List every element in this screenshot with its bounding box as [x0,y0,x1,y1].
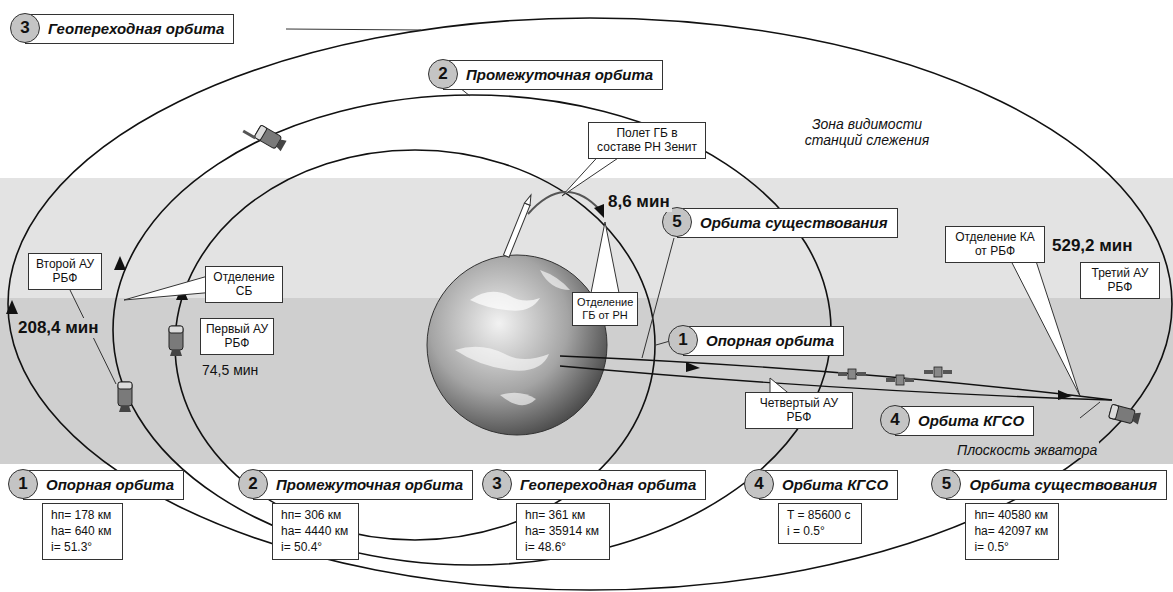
rocket [503,194,533,257]
parameter-value: hа= 640 км [51,523,112,539]
orbit-tag: 3Геопереходная орбита [10,14,234,44]
callout-text: Второй АУ РБФ [33,257,97,286]
orbit-label: Орбита КГСО [759,470,898,500]
orbit-number: 4 [744,469,774,499]
orbit-label: Опорная орбита [23,470,184,500]
orbit-number: 3 [10,13,40,43]
parameter-value: hа= 42097 км [974,523,1048,539]
annotation: 74,5 мин [200,362,260,378]
callout-text: Первый АУ РБФ [205,322,269,351]
parameter-value: i = 0.5° [787,523,851,539]
callout-text: Отделение СБ [210,270,278,299]
callout-text: Четвертый АУ РБФ [750,396,848,425]
annotation: 529,2 мин [1050,236,1135,256]
orbit-parameters: 4Орбита КГСОT = 85600 сi = 0.5° [744,470,898,544]
parameter-value: hа= 4440 км [281,523,348,539]
callout-box: Отделение КА от РБФ [945,226,1045,263]
callout-box: Второй АУ РБФ [28,253,102,290]
orbit-label: Орбита существования [677,208,898,238]
orbit-parameters: 5Орбита существованияhп= 40580 кмhа= 420… [931,470,1167,560]
parameter-value: i= 48.6° [525,539,599,555]
orbit-tag: 3Геопереходная орбита [482,470,706,500]
earth [427,255,607,435]
orbit-tag: 4Орбита КГСО [880,406,1034,436]
orbit-tag: 2Промежуточная орбита [428,60,663,90]
orbit-parameters: 3Геопереходная орбитаhп= 361 кмhа= 35914… [482,470,706,560]
callout-box: Четвертый АУ РБФ [745,392,853,429]
orbit-tag: 1Опорная орбита [8,470,184,500]
parameter-value: hп= 178 км [51,507,112,523]
orbit-tag: 5Орбита существования [662,208,898,238]
orbit-label: Орбита существования [946,470,1167,500]
parameter-value: i= 0.5° [974,539,1048,555]
orbit-label: Промежуточная орбита [253,470,473,500]
annotation: Плоскость экватора [955,442,1099,458]
annotation: 8,6 мин [606,192,672,212]
orbit-number: 1 [668,325,698,355]
callout-box: Полет ГБ в составе РН Зенит [588,122,706,159]
orbit-number: 2 [238,469,268,499]
parameter-value: hа= 35914 км [525,523,599,539]
orbit-label: Промежуточная орбита [443,60,663,90]
orbit-parameters: 2Промежуточная орбитаhп= 306 кмhа= 4440 … [238,470,473,560]
parameter-value: i= 50.4° [281,539,348,555]
parameter-card: hп= 40580 кмhа= 42097 кмi= 0.5° [965,503,1059,560]
parameter-card: hп= 178 кмhа= 640 кмi= 51.3° [42,503,123,560]
orbit-label: Опорная орбита [683,326,844,356]
orbit-label: Орбита КГСО [895,406,1034,436]
orbit-tag: 2Промежуточная орбита [238,470,473,500]
parameter-value: hп= 361 км [525,507,599,523]
orbit-tag: 1Опорная орбита [668,326,844,356]
parameter-card: T = 85600 сi = 0.5° [778,503,862,544]
callout-box: Первый АУ РБФ [200,318,274,355]
callout-text: Третий АУ РБФ [1085,266,1155,295]
callout-box: Отделение ГБ от РН [572,292,638,326]
callout-text: Отделение ГБ от РН [577,296,633,322]
orbit-label: Геопереходная орбита [25,14,234,44]
orbit-tag: 4Орбита КГСО [744,470,898,500]
parameter-card: hп= 361 кмhа= 35914 кмi= 48.6° [516,503,610,560]
orbit-number: 3 [482,469,512,499]
parameter-value: hп= 306 км [281,507,348,523]
annotation: 208,4 мин [16,318,101,338]
orbit-tag: 5Орбита существования [931,470,1167,500]
orbit-number: 4 [880,405,910,435]
geotransfer-orbit [8,18,1172,590]
callout-box: Третий АУ РБФ [1080,262,1160,299]
orbit-parameters: 1Опорная орбитаhп= 178 кмhа= 640 кмi= 51… [8,470,184,560]
parameter-value: i= 51.3° [51,539,112,555]
orbit-number: 2 [428,59,458,89]
orbit-label: Геопереходная орбита [497,470,706,500]
callout-text: Полет ГБ в составе РН Зенит [593,126,701,155]
parameter-value: T = 85600 с [787,507,851,523]
orbit-number: 1 [8,469,38,499]
annotation: Зона видимости станций слежения [790,116,944,148]
callout-box: Отделение СБ [205,266,283,303]
parameter-card: hп= 306 кмhа= 4440 кмi= 50.4° [272,503,359,560]
parameter-value: hп= 40580 км [974,507,1048,523]
callout-text: Отделение КА от РБФ [950,230,1040,259]
